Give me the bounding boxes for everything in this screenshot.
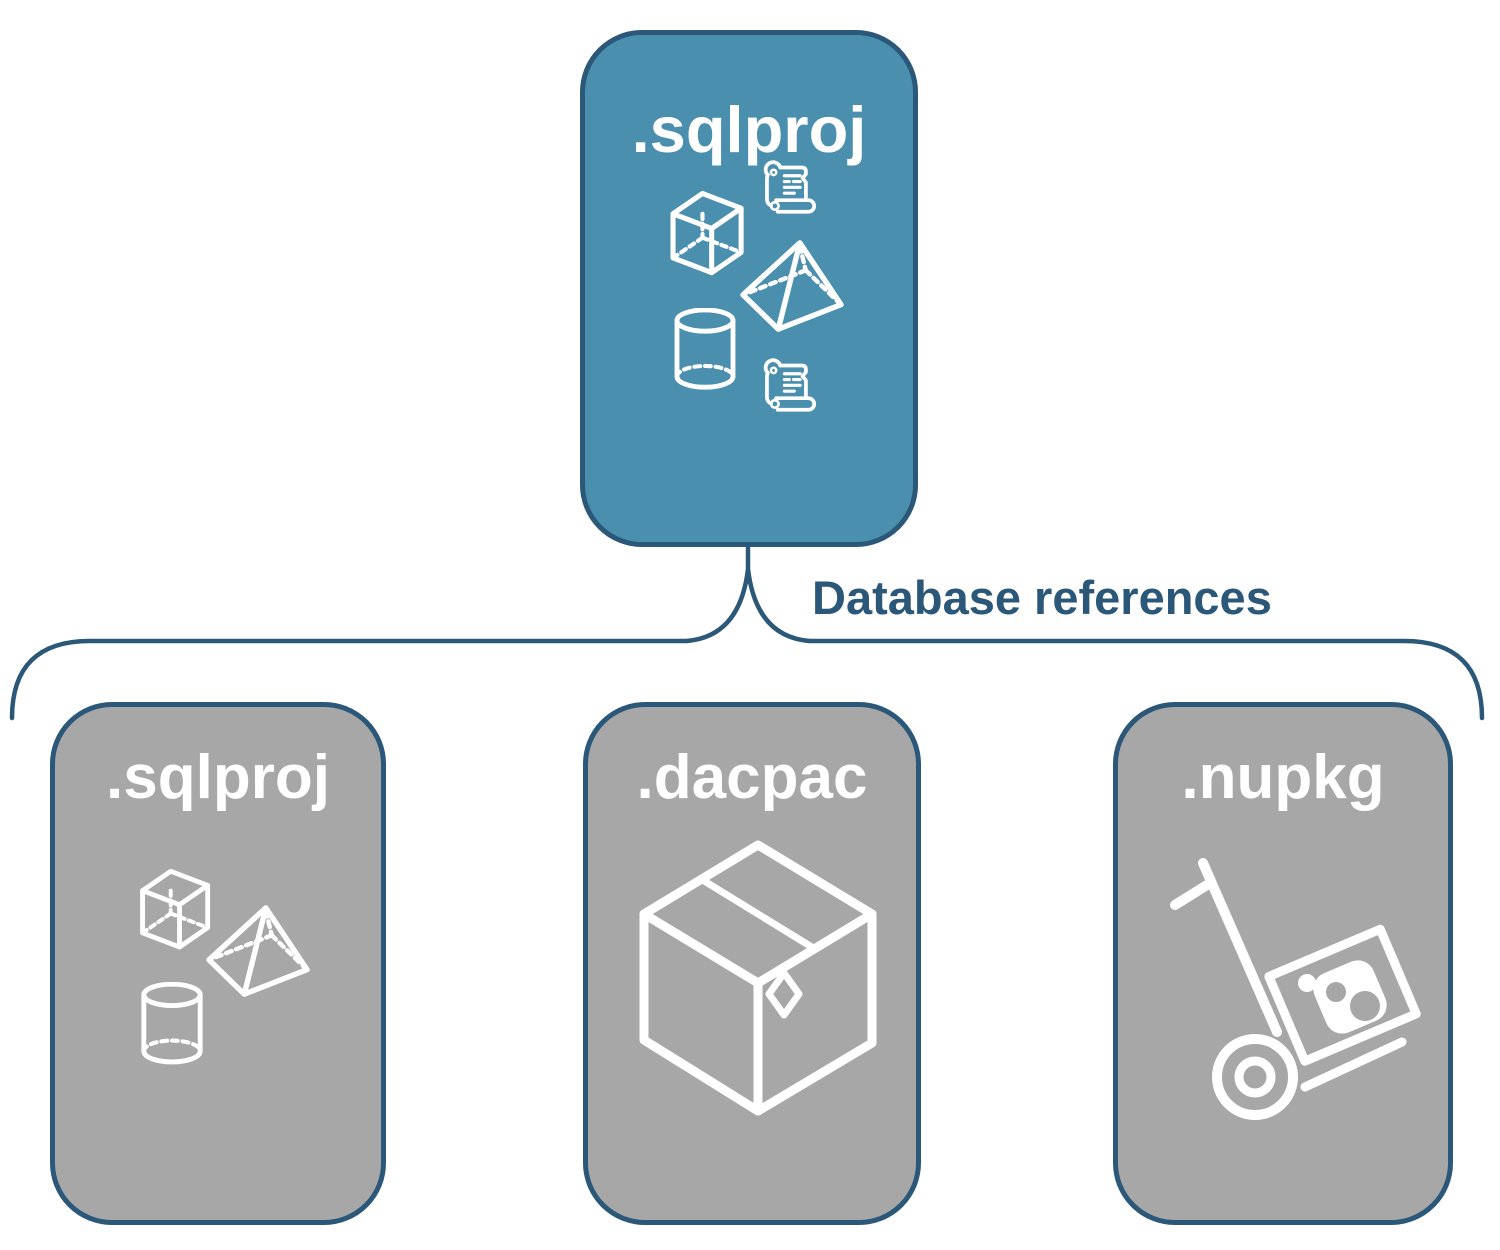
scroll-icon <box>762 160 820 218</box>
cylinder-icon <box>137 982 207 1068</box>
node-child-sqlproj: .sqlproj <box>50 702 386 1225</box>
node-child-label: .sqlproj <box>106 743 330 812</box>
node-child-label: .nupkg <box>1181 743 1385 812</box>
cube-icon <box>662 188 754 280</box>
pyramid-icon <box>736 238 848 336</box>
node-root-sqlproj: .sqlproj <box>580 30 918 547</box>
package-box-icon <box>636 837 880 1121</box>
node-root-label: .sqlproj <box>631 93 867 166</box>
pyramid-icon <box>203 903 313 1001</box>
nuget-handtruck-icon <box>1150 850 1440 1140</box>
cylinder-icon <box>670 308 740 393</box>
scroll-icon <box>762 358 820 416</box>
connector-label: Database references <box>812 571 1272 624</box>
cube-icon <box>132 866 220 954</box>
node-child-label: .dacpac <box>636 743 868 812</box>
node-child-dacpac: .dacpac <box>583 702 921 1225</box>
